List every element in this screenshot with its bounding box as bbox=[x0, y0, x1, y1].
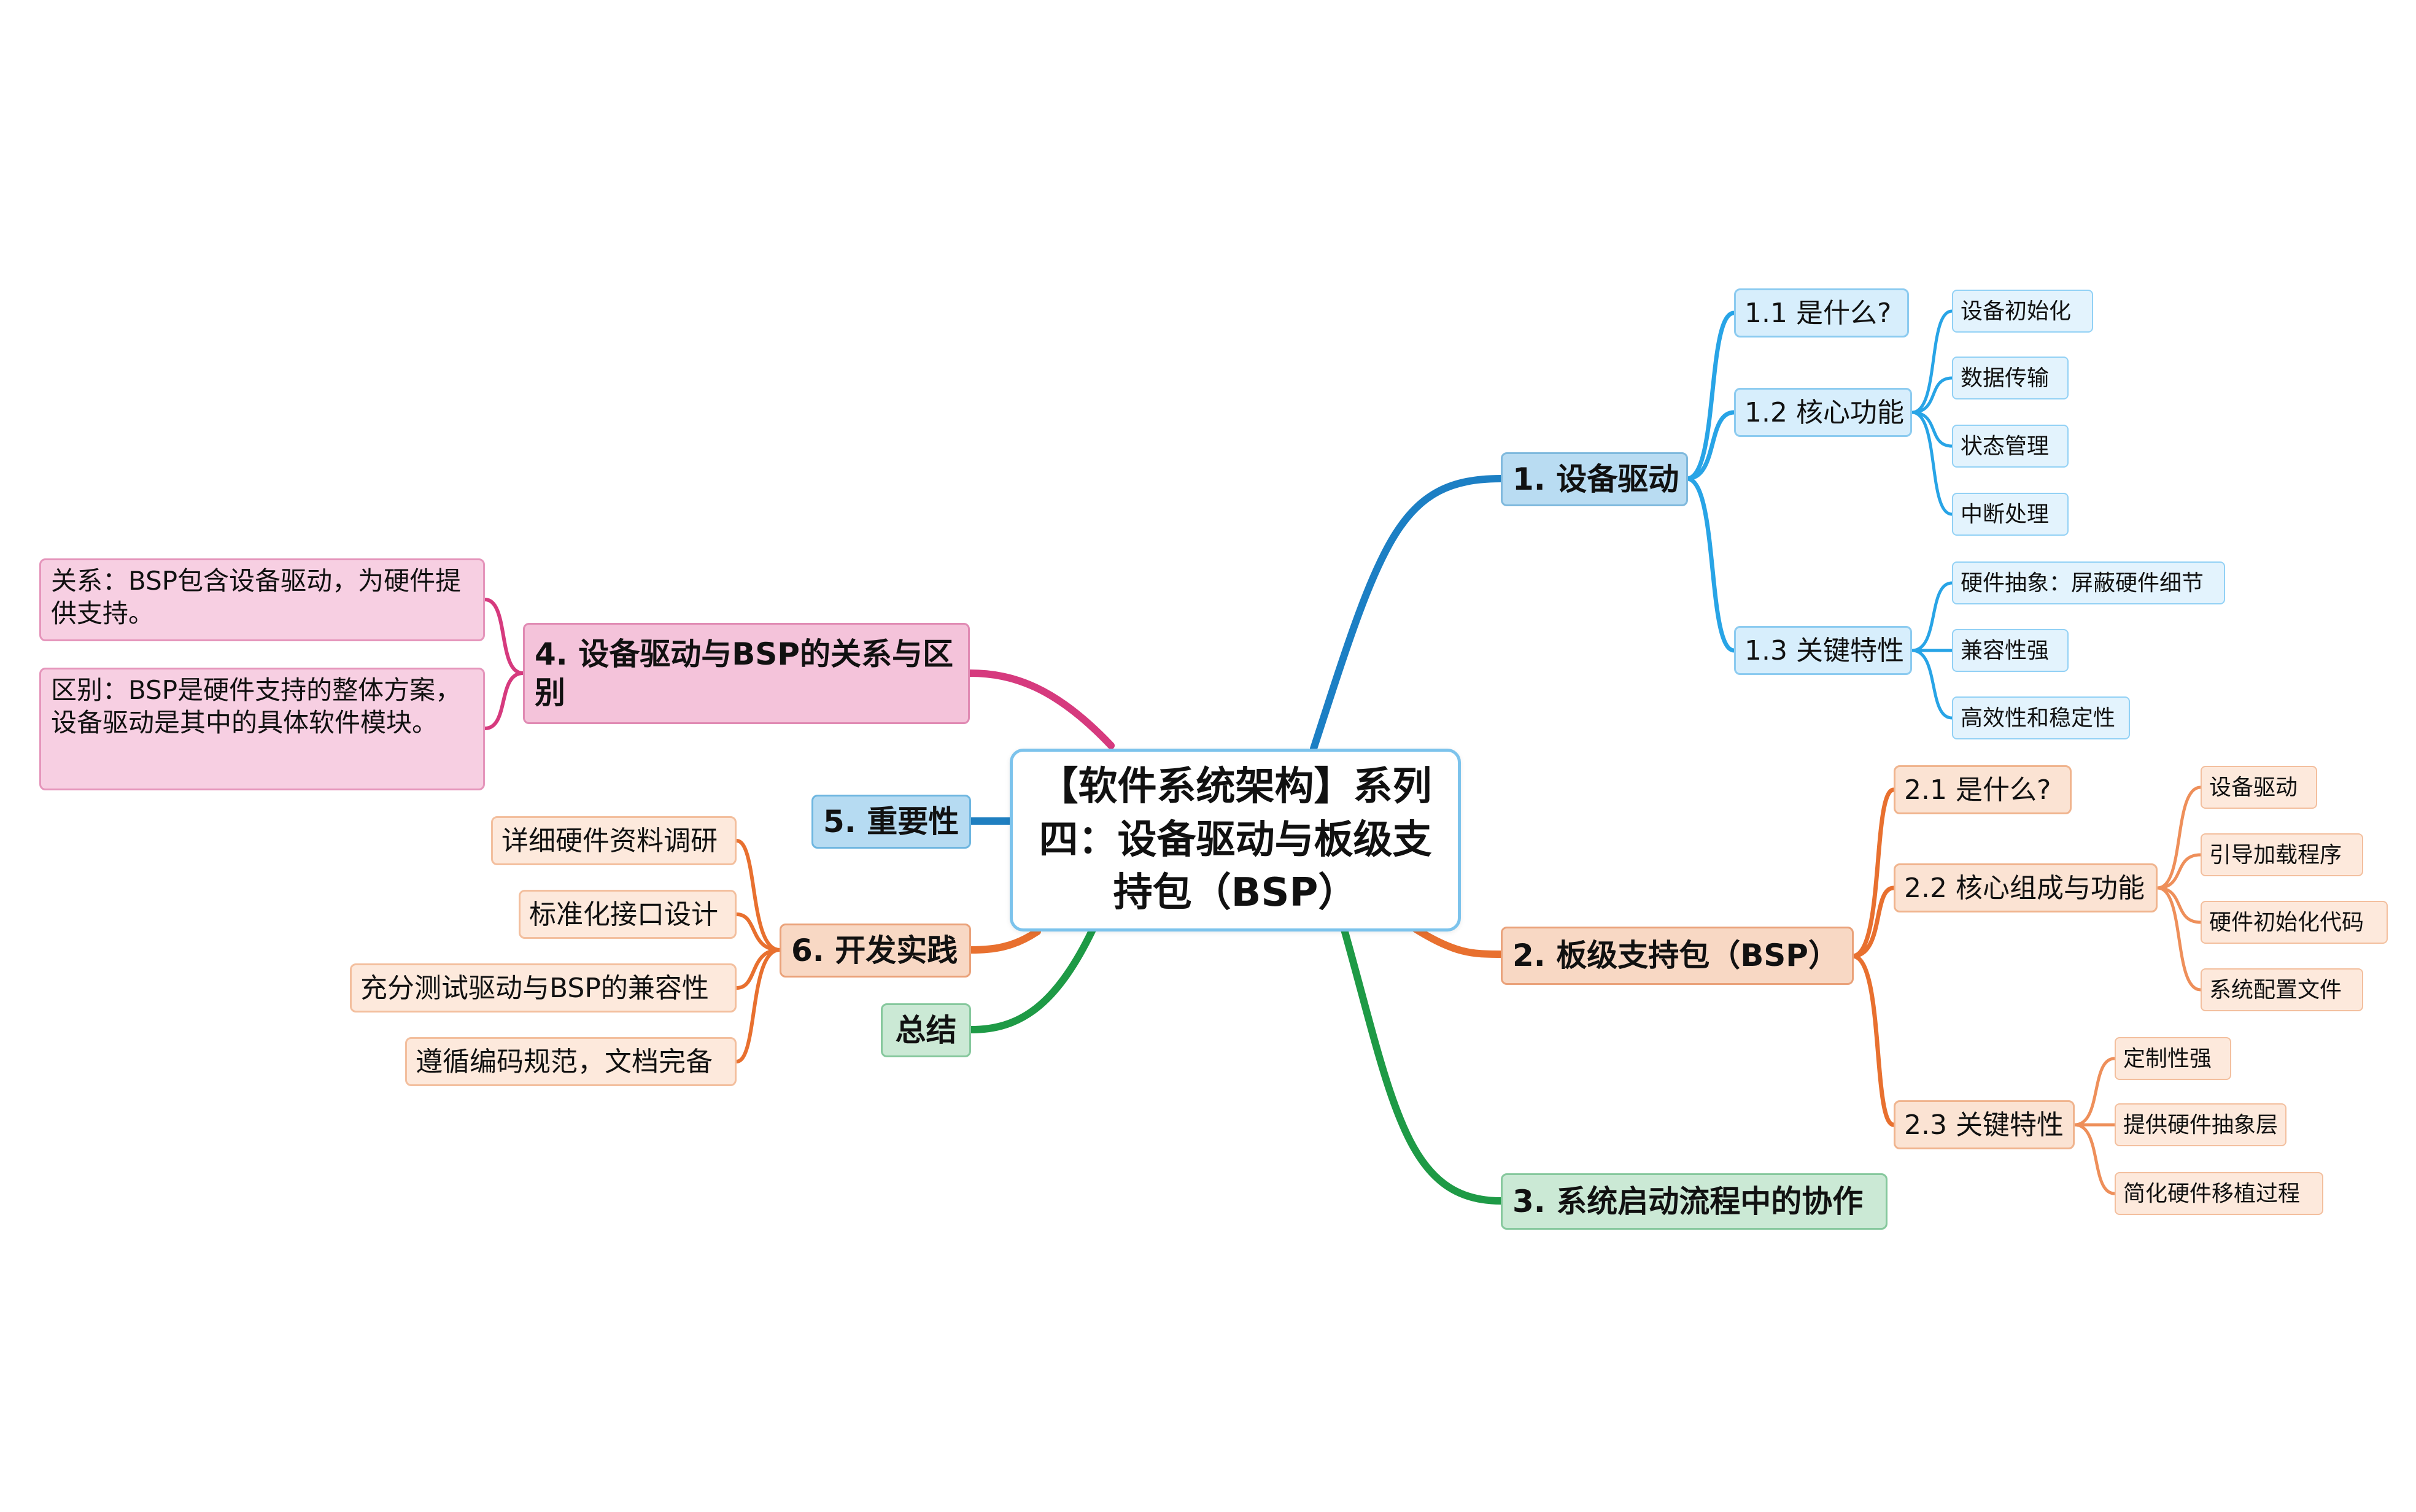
branch-dev-practice-label: 6. 开发实践 bbox=[791, 932, 958, 968]
leaf-1-2-item-4[interactable]: 中断处理 bbox=[1952, 493, 2069, 536]
leaf-2-3-item-1[interactable]: 定制性强 bbox=[2115, 1037, 2231, 1080]
leaf-2-2-item-2[interactable]: 引导加载程序 bbox=[2201, 833, 2363, 876]
leaf-1-3-item-1[interactable]: 硬件抽象：屏蔽硬件细节 bbox=[1952, 561, 2225, 604]
leaf-1-2-item-1[interactable]: 设备初始化 bbox=[1952, 290, 2093, 333]
note-relation-label: 关系：BSP包含设备驱动，为硬件提供支持。 bbox=[51, 566, 462, 628]
leaf-2-3-item-3[interactable]: 简化硬件移植过程 bbox=[2115, 1172, 2323, 1215]
root-topic[interactable]: 【软件系统架构】系列四：设备驱动与板级支持包（BSP） bbox=[1010, 749, 1461, 932]
note-relation[interactable]: 关系：BSP包含设备驱动，为硬件提供支持。 bbox=[39, 558, 485, 641]
topic-2-2-core[interactable]: 2.2 核心组成与功能 bbox=[1894, 863, 2158, 912]
link-root-branch2 bbox=[1408, 923, 1504, 958]
leaf-1-2-item-3[interactable]: 状态管理 bbox=[1952, 425, 2069, 468]
leaf-1-2-item-3-label: 状态管理 bbox=[1961, 433, 2050, 459]
topic-1-1-what-label: 1.1 是什么? bbox=[1744, 297, 1892, 329]
link-root-branch1 bbox=[1310, 475, 1504, 752]
leaf-1-3-item-2-label: 兼容性强 bbox=[1961, 638, 2050, 663]
topic-1-3-features-label: 1.3 关键特性 bbox=[1744, 634, 1904, 666]
note-difference[interactable]: 区别：BSP是硬件支持的整体方案，设备驱动是其中的具体软件模块。 bbox=[39, 668, 485, 790]
branch-boot-collaboration[interactable]: 3. 系统启动流程中的协作 bbox=[1501, 1173, 1887, 1230]
note-difference-label: 区别：BSP是硬件支持的整体方案，设备驱动是其中的具体软件模块。 bbox=[51, 675, 462, 738]
leaf-2-2-item-1[interactable]: 设备驱动 bbox=[2201, 766, 2317, 809]
practice-item-3-label: 充分测试驱动与BSP的兼容性 bbox=[360, 972, 709, 1004]
topic-2-3-features-label: 2.3 关键特性 bbox=[1904, 1109, 2064, 1141]
topic-1-2-core-label: 1.2 核心功能 bbox=[1744, 396, 1904, 428]
topic-1-2-core[interactable]: 1.2 核心功能 bbox=[1734, 388, 1912, 437]
leaf-2-2-item-3[interactable]: 硬件初始化代码 bbox=[2201, 901, 2388, 944]
practice-item-4-label: 遵循编码规范，文档完备 bbox=[416, 1046, 713, 1078]
branch-relation-difference[interactable]: 4. 设备驱动与BSP的关系与区别 bbox=[523, 623, 970, 724]
leaf-1-2-item-4-label: 中断处理 bbox=[1961, 501, 2050, 527]
leaf-1-3-item-3[interactable]: 高效性和稳定性 bbox=[1952, 696, 2130, 739]
branch-device-driver[interactable]: 1. 设备驱动 bbox=[1501, 452, 1688, 506]
leaf-1-2-item-2-label: 数据传输 bbox=[1961, 365, 2050, 391]
link-root-summary bbox=[967, 926, 1096, 1033]
leaf-2-3-item-3-label: 简化硬件移植过程 bbox=[2123, 1181, 2301, 1206]
leaf-1-2-item-2[interactable]: 数据传输 bbox=[1952, 357, 2069, 399]
leaf-1-3-item-1-label: 硬件抽象：屏蔽硬件细节 bbox=[1961, 570, 2204, 596]
practice-item-1[interactable]: 详细硬件资料调研 bbox=[491, 816, 737, 865]
leaf-2-2-item-4[interactable]: 系统配置文件 bbox=[2201, 968, 2363, 1011]
link-root-branch6 bbox=[967, 928, 1041, 954]
leaf-1-2-item-1-label: 设备初始化 bbox=[1961, 298, 2072, 324]
topic-1-3-features[interactable]: 1.3 关键特性 bbox=[1734, 626, 1912, 675]
practice-item-1-label: 详细硬件资料调研 bbox=[501, 825, 718, 857]
link-root-branch4 bbox=[966, 669, 1115, 749]
leaf-2-2-item-4-label: 系统配置文件 bbox=[2209, 977, 2342, 1003]
branch-importance-label: 5. 重要性 bbox=[823, 803, 959, 839]
leaf-2-2-item-3-label: 硬件初始化代码 bbox=[2209, 909, 2364, 935]
topic-1-1-what[interactable]: 1.1 是什么? bbox=[1734, 288, 1909, 338]
leaf-2-2-item-2-label: 引导加载程序 bbox=[2209, 842, 2342, 868]
leaf-2-3-item-2-label: 提供硬件抽象层 bbox=[2123, 1112, 2279, 1138]
topic-2-2-core-label: 2.2 核心组成与功能 bbox=[1904, 872, 2145, 904]
branch-bsp-label: 2. 板级支持包（BSP） bbox=[1512, 938, 1839, 974]
branch-summary[interactable]: 总结 bbox=[881, 1003, 971, 1057]
branch-boot-collaboration-label: 3. 系统启动流程中的协作 bbox=[1512, 1183, 1864, 1219]
leaf-2-2-item-1-label: 设备驱动 bbox=[2209, 774, 2298, 800]
practice-item-2[interactable]: 标准化接口设计 bbox=[519, 890, 737, 939]
link-root-branch3 bbox=[1341, 926, 1504, 1205]
branch-summary-label: 总结 bbox=[895, 1012, 957, 1048]
practice-item-2-label: 标准化接口设计 bbox=[529, 898, 718, 930]
practice-item-3[interactable]: 充分测试驱动与BSP的兼容性 bbox=[350, 963, 737, 1012]
branch-bsp[interactable]: 2. 板级支持包（BSP） bbox=[1501, 927, 1854, 985]
leaf-1-3-item-2[interactable]: 兼容性强 bbox=[1952, 629, 2069, 672]
leaf-2-3-item-2[interactable]: 提供硬件抽象层 bbox=[2115, 1103, 2286, 1146]
topic-2-3-features[interactable]: 2.3 关键特性 bbox=[1894, 1100, 2075, 1149]
branch-dev-practice[interactable]: 6. 开发实践 bbox=[780, 924, 971, 978]
branch-relation-difference-label: 4. 设备驱动与BSP的关系与区别 bbox=[535, 636, 953, 711]
root-topic-label: 【软件系统架构】系列四：设备驱动与板级支持包（BSP） bbox=[1039, 764, 1432, 916]
leaf-2-3-item-1-label: 定制性强 bbox=[2123, 1046, 2212, 1071]
topic-2-1-what-label: 2.1 是什么? bbox=[1904, 774, 2051, 806]
practice-item-4[interactable]: 遵循编码规范，文档完备 bbox=[405, 1037, 737, 1086]
topic-2-1-what[interactable]: 2.1 是什么? bbox=[1894, 765, 2072, 814]
branch-device-driver-label: 1. 设备驱动 bbox=[1512, 461, 1679, 497]
branch-importance[interactable]: 5. 重要性 bbox=[811, 795, 971, 849]
leaf-1-3-item-3-label: 高效性和稳定性 bbox=[1961, 705, 2116, 731]
